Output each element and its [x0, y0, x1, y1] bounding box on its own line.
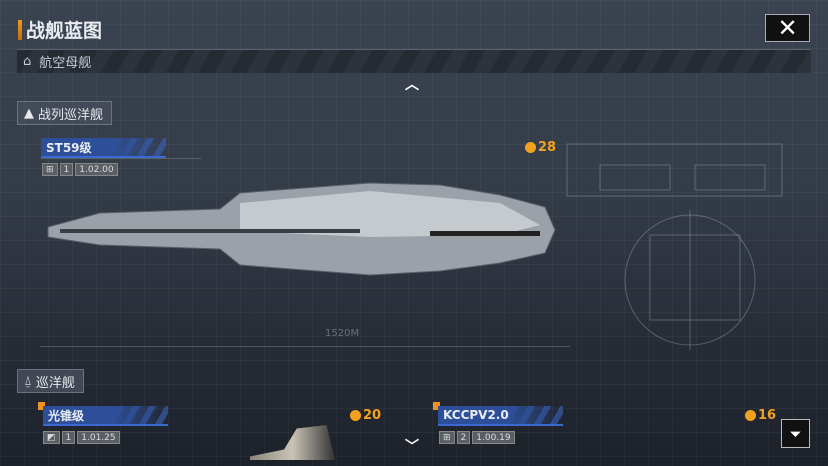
- section-label: 巡洋舰: [35, 375, 75, 391]
- ship-type-icon: ◩: [43, 431, 60, 444]
- ship-cost: 28: [525, 140, 556, 155]
- ship-cost: 20: [350, 408, 381, 423]
- cost-value: 16: [758, 408, 777, 423]
- cost-value: 28: [538, 140, 557, 155]
- tier: 2: [456, 431, 471, 444]
- version: 1.02.00: [75, 163, 118, 176]
- cost-value: 20: [363, 408, 382, 423]
- version: 1.00.19: [472, 431, 515, 444]
- ship-name: KCCPV2.0: [443, 408, 509, 422]
- new-marker: [433, 402, 440, 410]
- globe-icon: ⊞: [42, 163, 58, 176]
- filter-icon: ⏷: [789, 424, 802, 443]
- version: 1.01.25: [77, 431, 120, 444]
- close-icon: ✕: [777, 14, 798, 42]
- title-text: 战舰蓝图: [26, 20, 103, 42]
- ship-name: ST59级: [46, 140, 92, 155]
- close-button[interactable]: ✕: [765, 14, 810, 42]
- cost-icon: [525, 142, 536, 153]
- tier: 1: [61, 431, 76, 444]
- carrier-icon: ⌂: [23, 54, 32, 69]
- ship-cost: 16: [745, 408, 776, 423]
- page-title: 战舰蓝图: [18, 16, 102, 43]
- title-accent: [18, 19, 22, 40]
- cruiser-icon: ⍙: [24, 373, 32, 389]
- section-label: 战列巡洋舰: [38, 107, 104, 123]
- cost-icon: [745, 410, 756, 421]
- blueprint-schematic: [566, 143, 783, 350]
- chevron-down-icon[interactable]: ﹀: [405, 439, 419, 455]
- ship-name: 光锥级: [48, 408, 85, 423]
- chevron-up-icon[interactable]: ︿: [405, 77, 419, 93]
- ship-name-kccpv2[interactable]: KCCPV2.0: [438, 406, 563, 426]
- category-carrier[interactable]: ⌂ 航空母舰: [17, 49, 811, 73]
- battlecruiser-icon: ▲: [24, 105, 34, 121]
- ship-st59-image[interactable]: [40, 175, 560, 285]
- ship-name-st59[interactable]: ST59级: [41, 138, 166, 158]
- ship-name-guangzhui[interactable]: 光锥级: [43, 406, 168, 426]
- filter-button[interactable]: ⏷: [781, 419, 810, 448]
- category-label: 航空母舰: [39, 56, 92, 71]
- new-marker: [38, 402, 45, 410]
- section-battlecruiser: ▲战列巡洋舰: [17, 101, 113, 125]
- section-cruiser: ⍙巡洋舰: [17, 369, 84, 393]
- globe-icon: ⊞: [439, 431, 455, 444]
- tier: 1: [59, 163, 74, 176]
- length-label: 1520M: [325, 328, 360, 339]
- cost-icon: [350, 410, 361, 421]
